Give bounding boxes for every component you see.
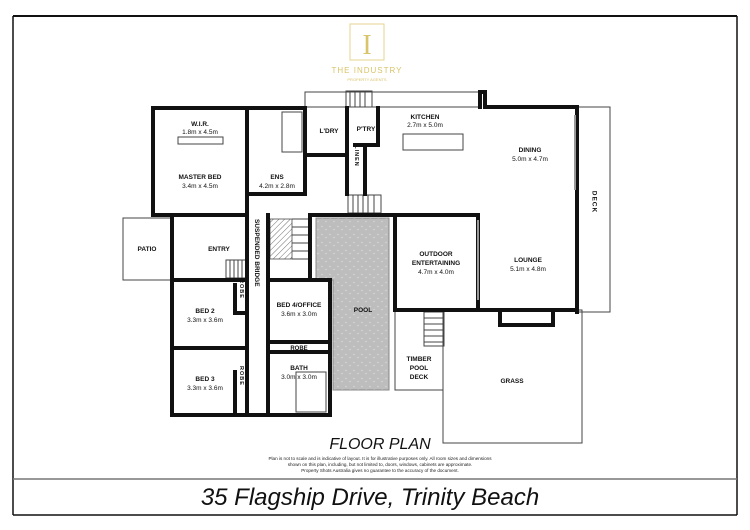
room-bridge: SUSPENDED BRIDGE [253, 219, 260, 287]
staircase [269, 218, 293, 260]
room-outdoor-1: OUTDOOR [419, 251, 453, 258]
room-robe-bed3: ROBE [238, 366, 244, 386]
kitchen-island [402, 133, 464, 151]
room-dining: DINING [519, 147, 542, 154]
room-lounge: LOUNGE [514, 257, 542, 264]
room-outdoor-size: 4.7m x 4.0m [418, 269, 454, 276]
wir-rail [177, 136, 224, 145]
room-dining-size: 5.0m x 4.7m [512, 156, 548, 163]
property-address: 35 Flagship Drive, Trinity Beach [201, 484, 539, 511]
room-bath-size: 3.0m x 3.0m [281, 374, 317, 381]
disclaimer-line: Plan is not to scale and is indicative o… [268, 456, 492, 461]
room-bed2: BED 2 [195, 308, 215, 315]
disclaimer-line: shown on this plan, including, but not l… [288, 462, 473, 467]
room-bed3-size: 3.3m x 3.6m [187, 385, 223, 392]
room-lounge-size: 5.1m x 4.8m [510, 266, 546, 273]
room-grass: GRASS [500, 378, 524, 385]
room-ptry: P'TRY [357, 126, 376, 133]
room-entry: ENTRY [208, 246, 230, 253]
disclaimer-line: Property Shots Australia gives no guaran… [301, 468, 459, 473]
room-labels: W.I.R. 1.8m x 4.5m MASTER BED 3.4m x 4.5… [138, 114, 598, 392]
room-ldry: L'DRY [320, 128, 340, 135]
room-outdoor-2: ENTERTAINING [412, 260, 460, 267]
brand-logo: I THE INDUSTRY PROPERTY AGENTS [332, 23, 403, 82]
room-pool: POOL [354, 307, 372, 314]
plan-title: FLOOR PLAN [329, 436, 431, 453]
room-kitchen-size: 2.7m x 5.0m [407, 122, 443, 129]
room-ens-size: 4.2m x 2.8m [259, 183, 295, 190]
room-timber-2: POOL [410, 365, 428, 372]
room-wir: W.I.R. [191, 121, 209, 128]
disclaimer: Plan is not to scale and is indicative o… [268, 456, 492, 473]
brand-tagline: PROPERTY AGENTS [347, 77, 387, 82]
room-kitchen: KITCHEN [411, 114, 440, 121]
room-wir-size: 1.8m x 4.5m [182, 129, 218, 136]
room-timber-3: DECK [410, 374, 429, 381]
room-deck: DECK [591, 191, 598, 213]
room-bed3: BED 3 [195, 376, 215, 383]
room-linen: LINEN [353, 145, 359, 167]
room-patio: PATIO [138, 246, 157, 253]
room-bed4: BED 4/OFFICE [277, 302, 322, 309]
room-bed4-size: 3.6m x 3.0m [281, 311, 317, 318]
plan-walls [122, 90, 611, 444]
room-master-size: 3.4m x 4.5m [182, 183, 218, 190]
room-timber-1: TIMBER [407, 356, 432, 363]
room-robe-bed2: ROBE [238, 279, 244, 299]
brand-name: THE INDUSTRY [332, 66, 403, 75]
brand-monogram: I [362, 30, 371, 61]
room-ens: ENS [270, 174, 284, 181]
room-master: MASTER BED [179, 174, 222, 181]
room-bath: BATH [290, 365, 308, 372]
pool-area [315, 217, 390, 391]
sheet-frame [12, 15, 738, 516]
room-bed2-size: 3.3m x 3.6m [187, 317, 223, 324]
room-robe-bed4: ROBE [290, 346, 307, 352]
